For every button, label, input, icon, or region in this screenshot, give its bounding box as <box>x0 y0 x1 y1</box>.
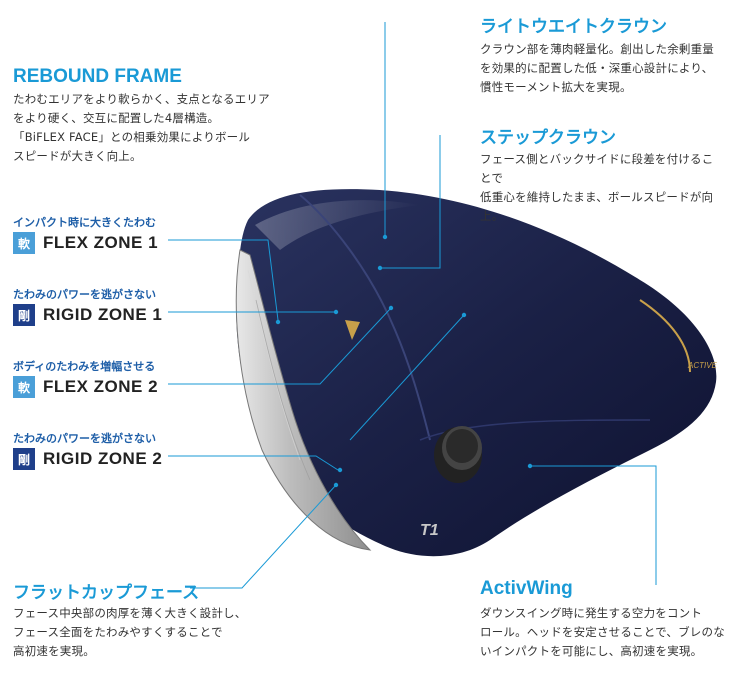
flex-zone-2: 軟 FLEX ZONE 2 <box>13 376 158 398</box>
leader-activwing <box>530 465 657 585</box>
step-crown-title: ステップクラウン <box>480 128 616 147</box>
club-face <box>235 249 372 551</box>
activwing-title: ActivWing <box>480 578 573 599</box>
leader-extra <box>349 314 465 441</box>
leader-lines <box>168 22 657 589</box>
rigid-zone-1: 剛 RIGID ZONE 1 <box>13 304 162 326</box>
sole-mark: T1 <box>420 522 439 539</box>
zone-label: FLEX ZONE 2 <box>43 377 159 396</box>
rigid-badge: 剛 <box>13 304 35 326</box>
crown-sheen <box>255 200 420 250</box>
zone-caption-rigid-2: たわみのパワーを逃がさない <box>13 432 156 445</box>
zone-label: RIGID ZONE 2 <box>43 449 163 468</box>
zone-caption-flex-2: ボディのたわみを増幅させる <box>13 360 156 373</box>
step-crown-ridge <box>299 194 431 441</box>
leader-flex-zone-1 <box>168 239 279 321</box>
lightweight-crown-description: クラウン部を薄肉軽量化。創出した余剰重量 を効果的に配置した低・深重心設計により… <box>480 42 714 94</box>
activwing-description: ダウンスイング時に発生する空力をコント ロール。ヘッドを安定させることで、ブレの… <box>480 606 725 658</box>
rebound-frame-title: REBOUND FRAME <box>13 66 182 87</box>
flat-cup-face-description: フェース中央部の肉厚を薄く大きく設計し、 フェース全面をたわみやすくすることで … <box>13 606 247 658</box>
leader-step-crown <box>382 135 441 269</box>
rigid-zone-2: 剛 RIGID ZONE 2 <box>13 448 162 470</box>
leader-flat-cup <box>190 484 337 589</box>
rebound-frame-description: たわむエリアをより軟らかく、支点となるエリア をより硬く、交互に配置した4層構造… <box>13 92 270 163</box>
crown-logo-mark <box>345 320 360 340</box>
flex-zone-1: 軟 FLEX ZONE 1 <box>13 232 158 254</box>
zone-label: FLEX ZONE 1 <box>43 233 159 252</box>
club-crown <box>236 189 717 557</box>
soft-badge: 軟 <box>13 232 35 254</box>
leader-flex-zone-2 <box>168 307 392 385</box>
zone-label: RIGID ZONE 1 <box>43 305 163 324</box>
soft-badge: 軟 <box>13 376 35 398</box>
lightweight-crown-title: ライトウエイトクラウン <box>480 17 667 36</box>
gold-stripe <box>639 299 691 373</box>
zone-caption-rigid-1: たわみのパワーを逃がさない <box>13 288 156 301</box>
crown-mark: ACTIVE <box>687 361 718 370</box>
rigid-badge: 剛 <box>13 448 35 470</box>
flat-cup-face-title: フラットカップフェース <box>13 583 200 602</box>
leader-rigid-zone-2 <box>168 455 339 471</box>
step-crown-description: フェース側とバックサイドに段差を付けることで 低重心を維持したまま、ボールスピー… <box>480 152 714 223</box>
zone-caption-flex-1: インパクト時に大きくたわむ <box>13 216 156 229</box>
